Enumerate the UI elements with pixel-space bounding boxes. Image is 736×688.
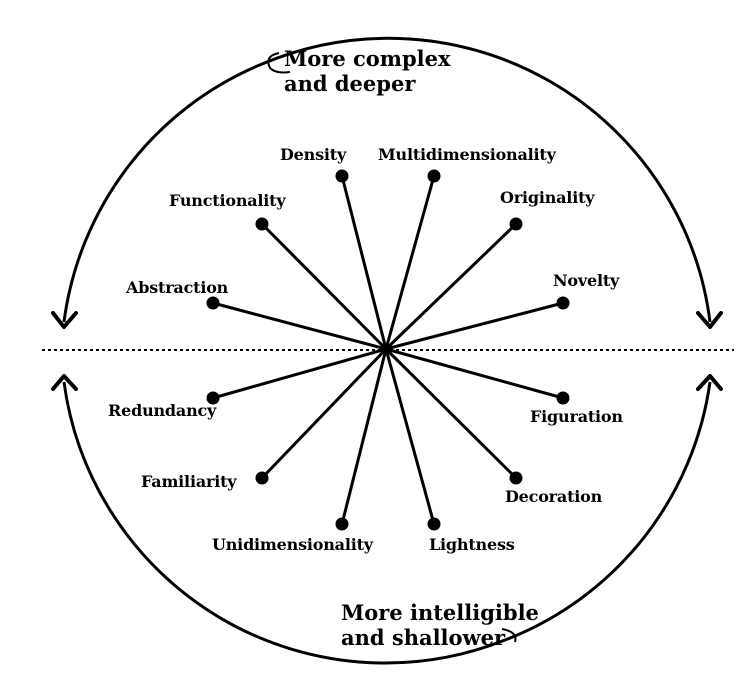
spoke-functionality: [260, 222, 388, 351]
arrowhead-top-left: [51, 311, 78, 329]
spoke-end-dot-multidimensionality: [427, 169, 441, 183]
spokes: [206, 169, 570, 531]
upper-arc-right: [261, 36, 712, 323]
spoke-redundancy: [212, 347, 387, 400]
spoke-figuration: [385, 347, 564, 400]
label-originality: Originality: [500, 188, 595, 207]
top-caption-line2: and deeper: [284, 71, 416, 96]
spoke-density: [340, 175, 388, 350]
label-unidimensionality: Unidimensionality: [212, 535, 373, 554]
top-caption-hook: [267, 52, 291, 74]
arrowhead-bottom-right: [696, 374, 723, 391]
label-redundancy: Redundancy: [108, 401, 217, 420]
spoke-multidimensionality: [384, 175, 436, 350]
label-lightness: Lightness: [429, 535, 515, 554]
spoke-end-dot-decoration: [509, 471, 523, 485]
label-figuration: Figuration: [530, 407, 623, 426]
spoke-abstraction: [212, 301, 387, 351]
label-density: Density: [280, 145, 347, 164]
spoke-originality: [384, 222, 518, 351]
top-caption: More complex and deeper: [284, 46, 451, 96]
spoke-end-dot-abstraction: [206, 296, 220, 310]
lower-arc-right: [504, 381, 712, 642]
spoke-lightness: [384, 348, 436, 525]
spoke-novelty: [385, 301, 564, 351]
label-abstraction: Abstraction: [126, 278, 229, 297]
spoke-familiarity: [260, 347, 388, 480]
center-hub: [382, 345, 390, 353]
spoke-end-dot-familiarity: [255, 471, 269, 485]
lower-arc: [62, 381, 506, 665]
spoke-end-dot-originality: [509, 217, 523, 231]
label-functionality: Functionality: [169, 191, 286, 210]
spoke-end-dot-density: [335, 169, 349, 183]
spoke-decoration: [384, 347, 518, 480]
spoke-end-dot-novelty: [556, 296, 570, 310]
label-novelty: Novelty: [553, 271, 620, 290]
spoke-end-dot-redundancy: [206, 391, 220, 405]
bottom-caption-line1: More intelligible: [341, 600, 539, 625]
upper-arc: [62, 62, 263, 323]
label-decoration: Decoration: [505, 487, 603, 506]
top-caption-line1: More complex: [284, 46, 451, 71]
spoke-end-dot-lightness: [427, 517, 441, 531]
label-multidimensionality: Multidimensionality: [378, 145, 556, 164]
bottom-caption-line2: and shallower: [341, 625, 506, 650]
arrowhead-bottom-left: [51, 374, 78, 391]
arrowhead-top-right: [696, 311, 723, 329]
label-familiarity: Familiarity: [141, 472, 237, 491]
spoke-unidimensionality: [340, 348, 388, 525]
spoke-end-dot-functionality: [255, 217, 269, 231]
bottom-caption-hook: [501, 628, 517, 643]
bottom-caption: More intelligible and shallower: [341, 600, 539, 650]
spoke-end-dot-figuration: [556, 391, 570, 405]
spoke-end-dot-unidimensionality: [335, 517, 349, 531]
